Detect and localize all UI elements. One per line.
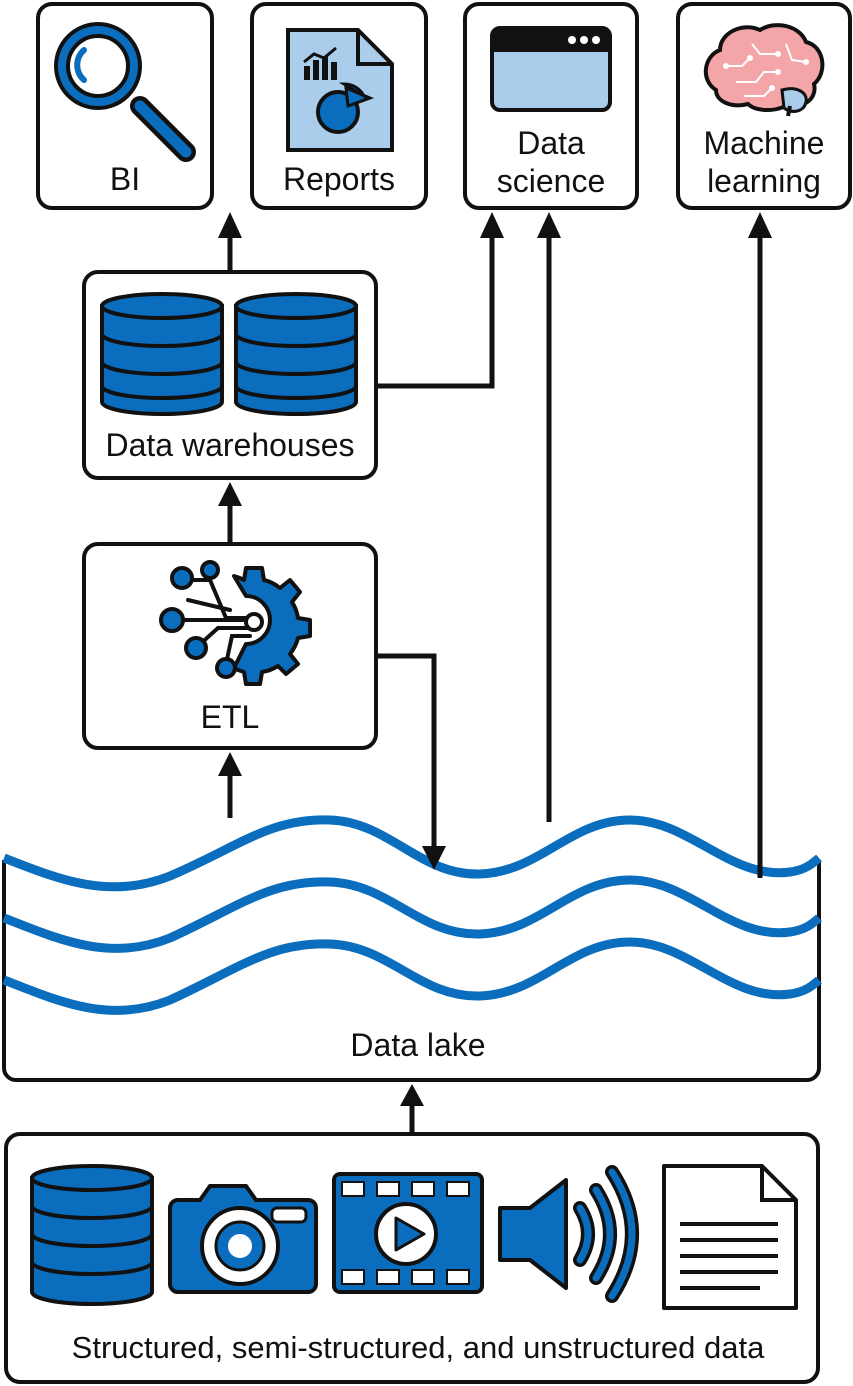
data-lake-label: Data lake: [350, 1027, 485, 1063]
edge-data-warehouses-to-bi: [218, 212, 242, 272]
edge-etl-to-data-lake: [376, 653, 446, 870]
etl-gear-icon: [159, 560, 312, 686]
etl-node[interactable]: ETL: [82, 542, 378, 750]
bi-node[interactable]: BI: [36, 2, 214, 210]
data-science-node[interactable]: Data science: [463, 2, 639, 210]
brain-icon: [704, 23, 825, 117]
magnifier-icon: [54, 22, 196, 162]
machine-learning-label-line2: learning: [707, 163, 821, 199]
browser-window-icon: [490, 26, 612, 112]
reports-label: Reports: [283, 161, 395, 197]
video-icon: [332, 1172, 484, 1294]
data-science-label-line2: science: [497, 163, 606, 199]
machine-learning-node[interactable]: Machine learning: [676, 2, 852, 210]
edge-data-lake-to-etl: [218, 752, 242, 818]
data-warehouses-node[interactable]: Data warehouses: [82, 270, 378, 480]
camera-icon: [168, 1184, 318, 1294]
etl-label: ETL: [201, 699, 260, 735]
data-science-label-line1: Data: [517, 125, 585, 161]
machine-learning-label-line1: Machine: [704, 125, 825, 161]
data-warehouses-label: Data warehouses: [105, 427, 354, 463]
edge-sources-to-data-lake: [400, 1084, 424, 1134]
wave-icon: [2, 815, 822, 1015]
edge-data-warehouses-to-data-science: [376, 212, 504, 389]
edge-data-lake-to-machine-learning: [748, 212, 772, 878]
edge-etl-to-data-warehouses: [218, 482, 242, 544]
audio-speaker-icon: [498, 1165, 639, 1303]
bi-label: BI: [110, 161, 140, 197]
sources-label: Structured, semi-structured, and unstruc…: [72, 1330, 765, 1365]
reports-node[interactable]: Reports: [250, 2, 428, 210]
edge-data-lake-to-data-science: [537, 212, 561, 822]
database-icon: [30, 1164, 154, 1306]
text-document-icon: [662, 1164, 798, 1310]
data-lake-node[interactable]: Data lake: [2, 770, 822, 1082]
report-document-icon: [286, 28, 394, 152]
sources-node[interactable]: Structured, semi-structured, and unstruc…: [4, 1132, 820, 1384]
